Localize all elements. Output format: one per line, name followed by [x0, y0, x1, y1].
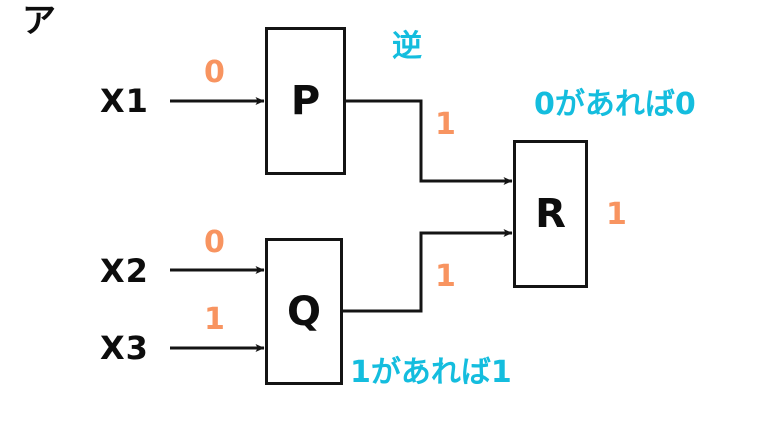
signal-value-x1: 0 — [204, 55, 225, 90]
wire-p-to-r — [346, 99, 513, 185]
signal-value-q-output: 1 — [435, 259, 456, 294]
input-label-x2: X2 — [100, 252, 149, 290]
gate-r[interactable]: R — [513, 140, 588, 288]
gate-p[interactable]: P — [265, 27, 346, 175]
annotation-gate-p: 逆 — [392, 29, 422, 64]
gate-q-label: Q — [286, 288, 321, 335]
signal-value-r-output: 1 — [606, 197, 627, 232]
gate-p-label: P — [290, 78, 321, 124]
gate-q[interactable]: Q — [265, 238, 343, 385]
annotation-gate-q: 1があれば1 — [350, 355, 512, 390]
signal-value-p-output: 1 — [435, 107, 456, 142]
wire-q-to-r — [343, 229, 513, 313]
signal-value-x3: 1 — [204, 302, 225, 337]
input-label-x1: X1 — [100, 82, 149, 120]
gate-r-label: R — [535, 191, 566, 237]
input-label-x3: X3 — [100, 329, 149, 367]
signal-value-x2: 0 — [204, 225, 225, 260]
section-marker: ア — [22, 1, 56, 41]
annotation-gate-r: 0があれば0 — [534, 87, 696, 122]
